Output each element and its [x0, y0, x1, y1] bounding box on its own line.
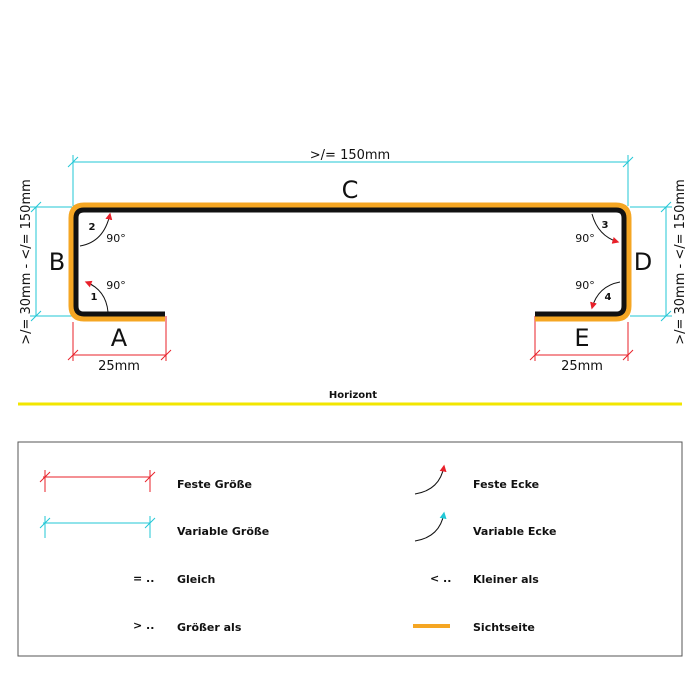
corner-2-number: 2 [89, 222, 96, 233]
segment-label-b: B [49, 248, 65, 276]
segment-label-c: C [342, 176, 359, 204]
segment-label-d: D [634, 248, 652, 276]
top-dimension-label: >/= 150mm [310, 148, 390, 163]
legend-variable-size-symbol [39, 516, 156, 538]
legend-fixed-size-label: Feste Größe [177, 478, 252, 491]
profile-line [73, 207, 627, 317]
segment-label-a: A [111, 324, 128, 352]
left-dimension-label: >/= 30mm - </= 150mm [19, 179, 34, 345]
left-dimension-line [30, 201, 72, 322]
corner-1-angle: 90° [106, 279, 126, 292]
legend-fixed-corner-label: Feste Ecke [473, 478, 539, 491]
legend-visible-side-label: Sichtseite [473, 621, 535, 634]
corner-1-number: 1 [91, 292, 98, 303]
corner-2-angle: 90° [106, 232, 126, 245]
corner-4-fixed-corner-icon [590, 281, 621, 310]
bottom-left-dimension-line [67, 316, 172, 361]
horizon-label: Horizont [329, 390, 377, 401]
right-dimension-label: >/= 30mm - </= 150mm [673, 179, 688, 345]
visible-side-outline [68, 202, 632, 322]
corner-3-number: 3 [602, 220, 609, 231]
legend-greater-symbol: > .. [133, 619, 154, 632]
legend-equal-symbol: = .. [133, 572, 154, 585]
bottom-right-dimension-label: 25mm [561, 359, 603, 374]
legend-variable-corner-icon [414, 511, 447, 542]
corner-1-fixed-corner-icon [84, 280, 109, 313]
bottom-left-dimension-label: 25mm [98, 359, 140, 374]
legend-fixed-size-symbol [39, 470, 156, 492]
legend-variable-corner-label: Variable Ecke [473, 525, 556, 538]
top-dimension-line [67, 155, 634, 206]
corner-3-fixed-corner-icon [591, 213, 620, 244]
corner-2-fixed-corner-icon [79, 212, 113, 247]
legend-equal-label: Gleich [177, 573, 215, 586]
legend-less-label: Kleiner als [473, 573, 539, 586]
legend-fixed-corner-icon [414, 464, 447, 495]
corner-3-angle: 90° [575, 232, 595, 245]
right-dimension-line [630, 201, 672, 322]
segment-label-e: E [574, 324, 589, 352]
legend-greater-label: Größer als [177, 621, 242, 634]
corner-4-angle: 90° [575, 279, 595, 292]
legend-variable-size-label: Variable Größe [177, 525, 269, 538]
legend-box [17, 441, 683, 657]
bottom-right-dimension-line [529, 316, 634, 361]
legend-less-symbol: < .. [430, 572, 451, 585]
corner-4-number: 4 [605, 292, 612, 303]
